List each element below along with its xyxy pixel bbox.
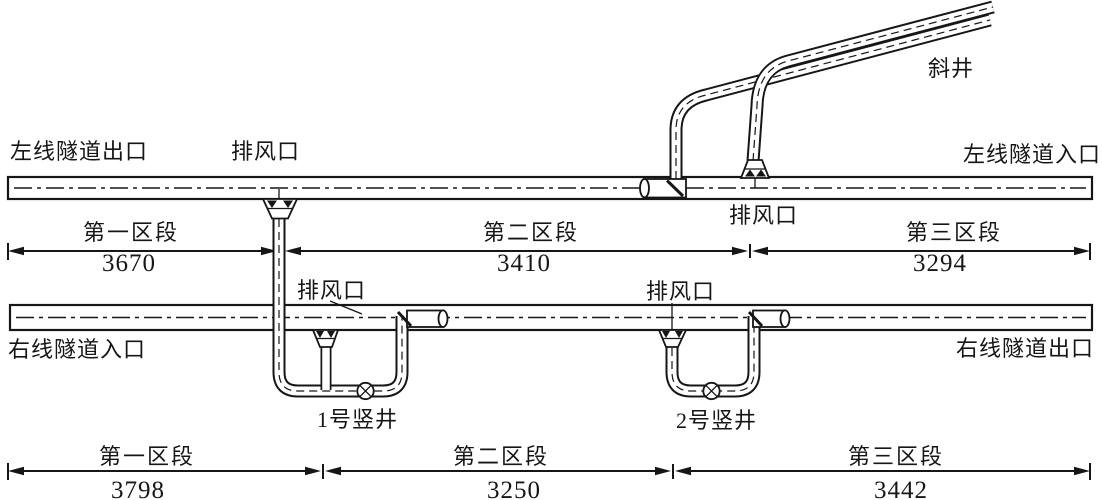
label-shaft1: 1号竖井 xyxy=(317,407,399,432)
lower-dim-seg3-value: 3442 xyxy=(874,477,928,500)
label-vent-lower-shaft1: 排风口 xyxy=(297,278,367,303)
inclined-shaft-pipe xyxy=(669,0,995,192)
upper-dim-seg3-label: 第三区段 xyxy=(905,220,1003,245)
label-vent-upper-inclined: 排风口 xyxy=(729,203,799,228)
shaft2-valve xyxy=(702,381,721,401)
lower-shaft2-vent-fitting xyxy=(657,303,688,348)
upper-dim-seg2-label: 第二区段 xyxy=(482,220,580,245)
shaft1-valve xyxy=(356,381,375,401)
upper-dim-seg3-value: 3294 xyxy=(913,250,967,277)
lower-shaft1-vent-fitting xyxy=(311,329,340,348)
lower-dim-seg1-value: 3798 xyxy=(111,477,165,500)
vent-label-leader-line xyxy=(329,300,363,315)
upper-dim-seg1-value: 3670 xyxy=(102,250,156,277)
lower-dim-seg3-label: 第三区段 xyxy=(847,444,945,469)
upper-dim-seg2-value: 3410 xyxy=(497,250,551,277)
lower-dim-seg2-value: 3250 xyxy=(487,477,541,500)
label-left-tunnel-exit: 左线隧道出口 xyxy=(10,139,149,164)
upper-tunnel-nozzle xyxy=(639,178,687,199)
shaft2-tunnel-nozzle xyxy=(747,309,791,328)
label-inclined-shaft: 斜井 xyxy=(928,56,975,81)
shaft1-riser-pipe xyxy=(272,219,409,398)
left-line-tunnel xyxy=(6,175,1094,201)
upper-dim-seg1-label: 第一区段 xyxy=(82,220,180,245)
label-shaft2: 2号竖井 xyxy=(676,408,758,433)
lower-dim-seg2-label: 第二区段 xyxy=(452,444,550,469)
label-right-tunnel-exit: 右线隧道出口 xyxy=(956,336,1095,361)
upper-dimension-line xyxy=(7,243,1091,260)
right-line-tunnel xyxy=(8,303,1094,332)
lower-dim-seg1-label: 第一区段 xyxy=(98,444,196,469)
lower-dimension-line xyxy=(7,463,1091,480)
shaft1-tunnel-nozzle xyxy=(396,309,449,328)
upper-shaft1-vent-fitting xyxy=(261,189,299,220)
label-right-tunnel-entrance: 右线隧道入口 xyxy=(8,337,147,362)
label-left-tunnel-entrance: 左线隧道入口 xyxy=(963,142,1102,167)
inclined-shaft-vent-fitting xyxy=(739,159,771,188)
label-vent-lower-shaft2: 排风口 xyxy=(646,279,716,304)
label-vent-upper-shaft1: 排风口 xyxy=(231,139,301,164)
